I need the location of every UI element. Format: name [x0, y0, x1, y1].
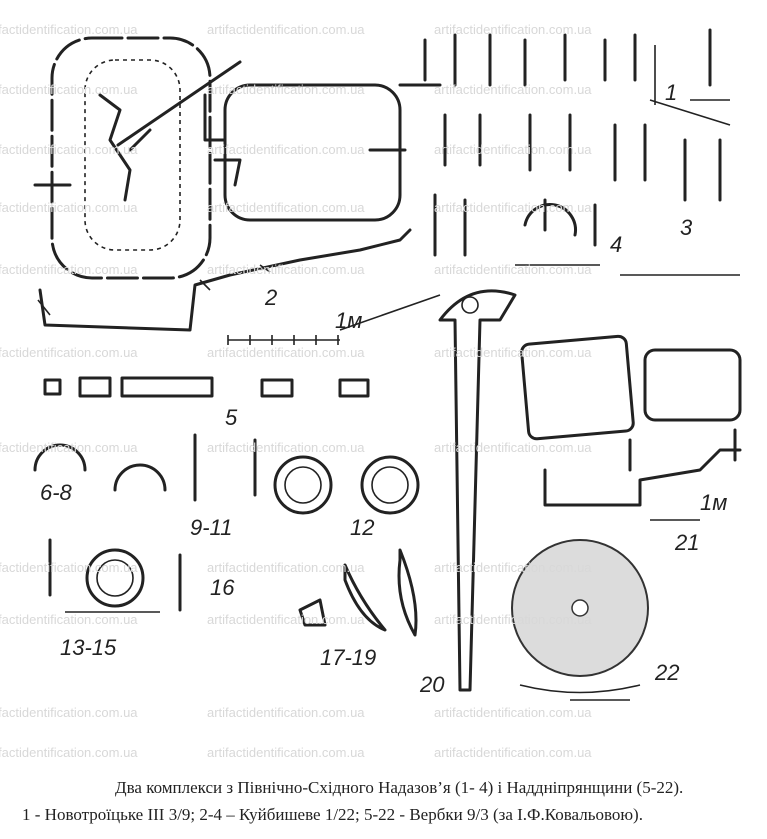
label-2: 2: [264, 285, 277, 310]
label-9-11: 9-11: [190, 515, 232, 540]
pendants-1-4: 1 3 4: [398, 28, 740, 276]
spindle-whorl-22: 22: [511, 539, 679, 701]
label-17-19: 17-19: [320, 645, 376, 670]
caption-line-2: 1 - Новотроїцьке ІІІ 3/9; 2-4 – Куйбишев…: [22, 805, 643, 824]
label-5: 5: [225, 405, 238, 430]
burial-21-drawing: 1м 21: [520, 334, 742, 555]
label-12: 12: [350, 515, 374, 540]
teeth-and-pin: 17-19 20: [298, 289, 517, 697]
ornaments-6-16: 6-8 9-11 12 13-15 16: [33, 433, 420, 660]
label-20: 20: [419, 672, 445, 697]
burial-pit-drawing: 2 1м: [33, 36, 441, 345]
scale-label-1m-b: 1м: [700, 490, 727, 515]
label-3: 3: [680, 215, 693, 240]
label-13-15: 13-15: [60, 635, 117, 660]
archaeological-plate-drawing: 2 1м 1 3 4 5 6-8 9-11 12 13-15 16 17-1: [33, 28, 742, 701]
scale-label-1m-a: 1м: [335, 308, 362, 333]
label-6-8: 6-8: [40, 480, 73, 505]
beads-5: 5: [43, 376, 370, 430]
label-22: 22: [654, 660, 679, 685]
label-1: 1: [665, 80, 677, 105]
label-4: 4: [610, 232, 622, 257]
label-16: 16: [210, 575, 235, 600]
caption-line-1: Два комплекси з Північно-Східного Надазо…: [115, 778, 684, 797]
label-21: 21: [674, 530, 699, 555]
